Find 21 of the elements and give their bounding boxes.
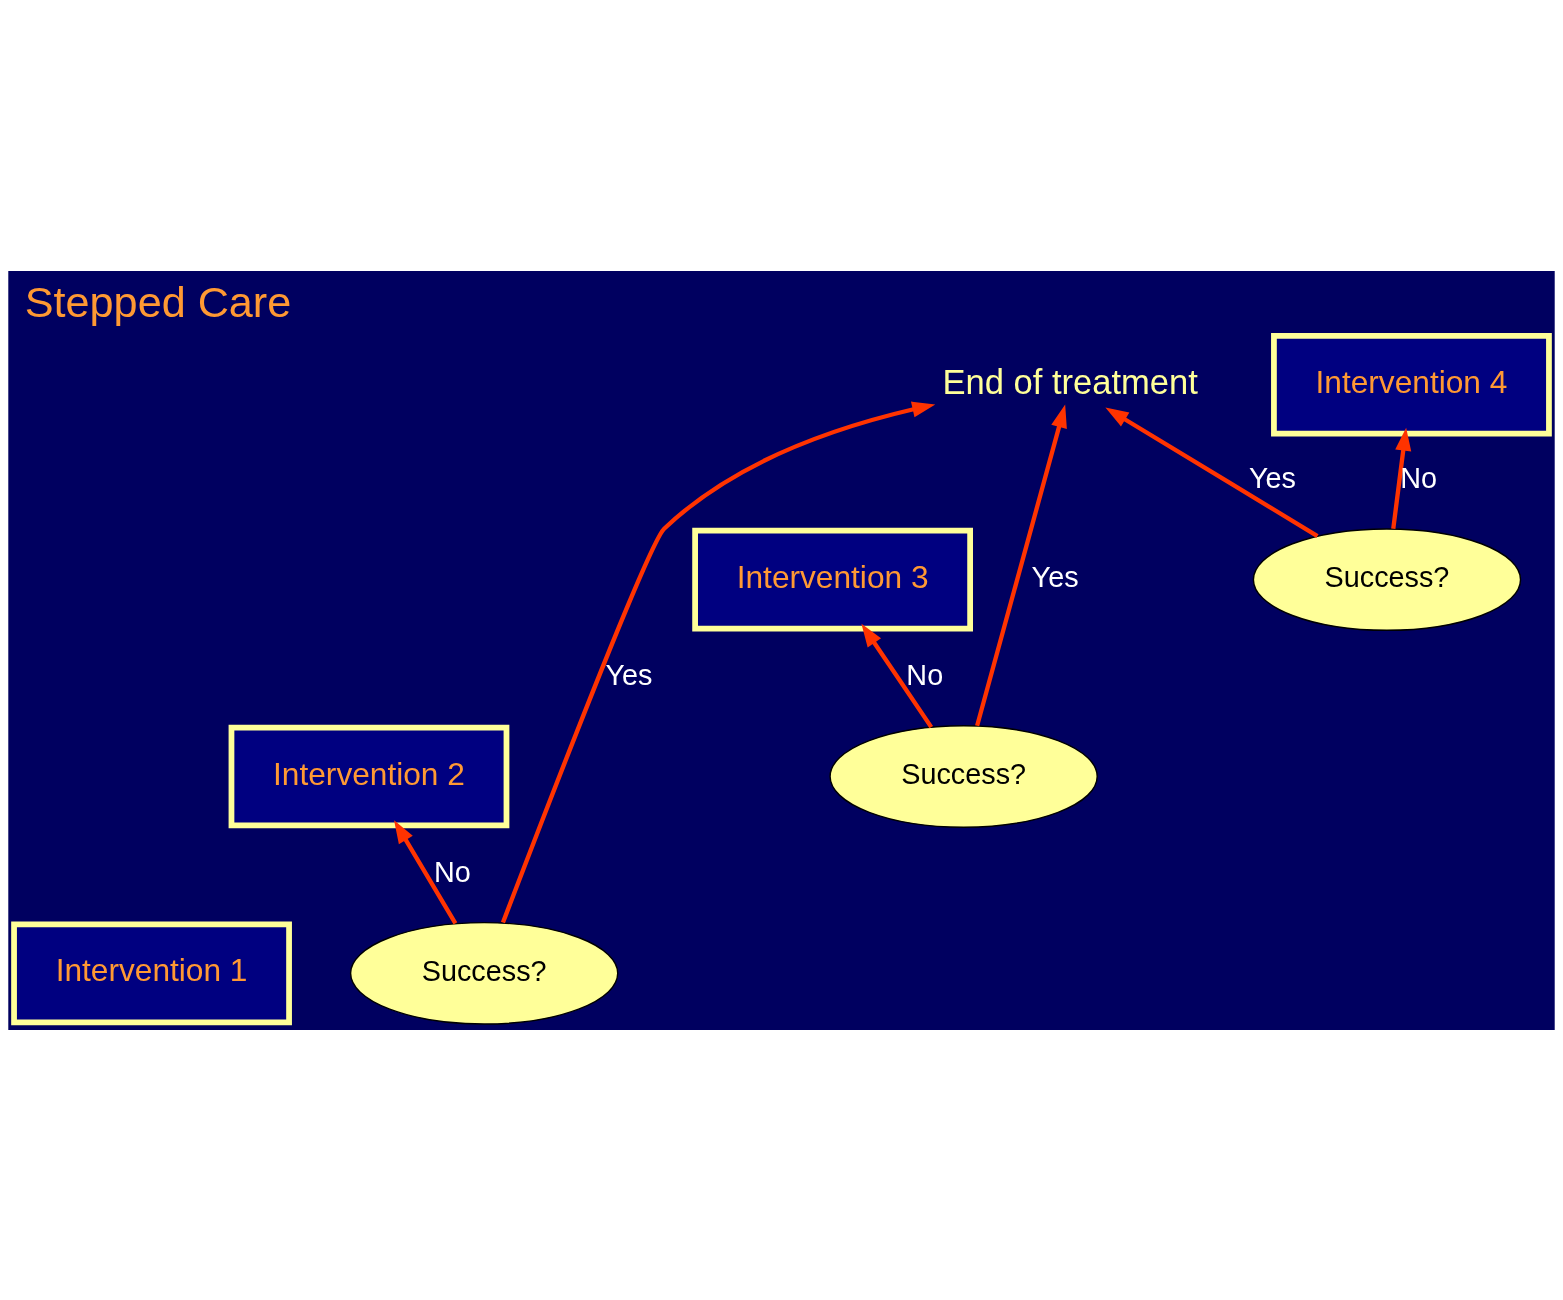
- edge-label: Yes: [605, 658, 653, 691]
- arrow: [1105, 407, 1319, 538]
- edge-label: No: [1400, 461, 1438, 494]
- edge-label: Yes: [1031, 560, 1079, 593]
- edge-label: Yes: [1249, 461, 1296, 494]
- node-box: Intervention 2: [228, 724, 510, 828]
- edge-label: No: [434, 855, 471, 888]
- arrow: [861, 623, 934, 728]
- node-ellipse: Success?: [349, 921, 619, 1025]
- node-text: End of treatment: [942, 362, 1198, 401]
- arrow: [394, 819, 458, 925]
- arrow: [1391, 427, 1412, 529]
- node-ellipse: Success?: [1252, 527, 1522, 631]
- arrow: [975, 404, 1067, 726]
- node-box: Intervention 4: [1271, 332, 1552, 437]
- arrow: [500, 401, 936, 923]
- diagram-title: Stepped Care: [24, 277, 292, 326]
- node-box: Intervention 1: [11, 921, 292, 1025]
- edge-label: No: [906, 658, 944, 691]
- node-ellipse: Success?: [829, 724, 1098, 828]
- node-box: Intervention 3: [692, 527, 973, 631]
